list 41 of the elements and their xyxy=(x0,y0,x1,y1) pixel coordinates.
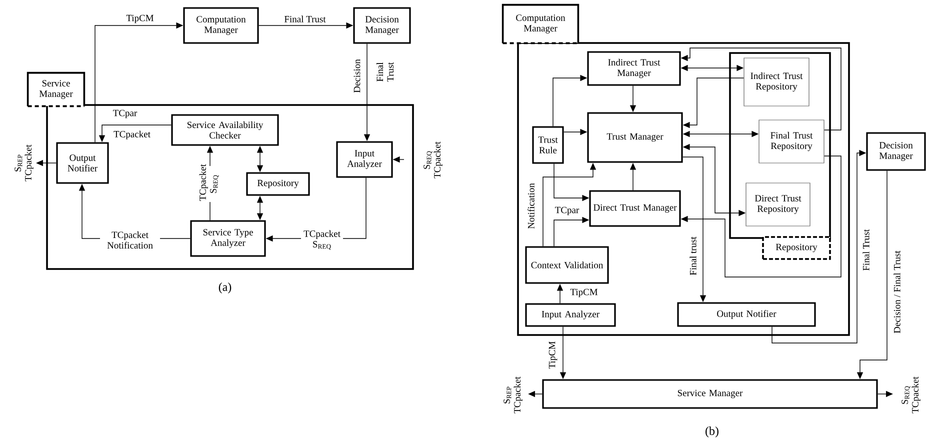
process-box: Input Analyzer xyxy=(525,303,616,327)
process-box: Service Manager xyxy=(542,379,878,409)
process-box: Direct Trust Manager xyxy=(589,190,681,227)
edge-label: TCpacket S$_{REQ}$ xyxy=(301,229,343,251)
edge-label: TipCM xyxy=(569,288,599,298)
repository-box: Direct Trust Repository xyxy=(746,182,810,226)
caption: (b) xyxy=(704,426,720,438)
process-box: Indirect Trust Manager xyxy=(587,51,681,86)
signal-label: TCpacket xyxy=(112,130,152,140)
node-label: Computation Manager xyxy=(516,14,566,34)
edge-label: TCpar xyxy=(554,206,580,216)
process-box: Decision Manager xyxy=(866,132,926,171)
edge-label: Decision / Final Trust xyxy=(892,250,902,334)
process-box: Decision Manager xyxy=(353,7,411,44)
edge-label: Notification xyxy=(526,182,536,230)
edge-label: Final Trust xyxy=(283,14,327,24)
edge-label: TCpacket Notification xyxy=(100,230,160,250)
process-box: Output Notifier xyxy=(56,142,109,184)
repository-box: Indirect Trust Repository xyxy=(744,58,810,106)
edge-label: S$_{REQ}$ TCpacket xyxy=(422,139,444,181)
process-box: Trust Manager xyxy=(587,112,683,163)
process-box: Service Type Analyzer xyxy=(190,220,266,257)
node-label: Service Manager xyxy=(39,80,73,99)
process-box: Service Availability Checker xyxy=(171,114,279,146)
edge-label: TipCM xyxy=(125,14,155,24)
node-label: Repository xyxy=(776,244,818,252)
caption: (a) xyxy=(217,282,233,294)
edge-label: Final trust xyxy=(688,236,698,276)
process-box: Input Analyzer xyxy=(336,141,393,178)
edge-label: Final Trust xyxy=(862,228,870,272)
edge-label: TCpacket S$_{REQ}$ xyxy=(198,164,220,202)
process-box: Output Notifier xyxy=(677,302,816,327)
edge-label: S$_{REQ}$ TCpacket xyxy=(900,374,922,416)
process-box: Trust Rule xyxy=(532,126,564,164)
edge-label: S$_{REP}$ TCpacket xyxy=(502,374,524,416)
process-box: Context Validation xyxy=(525,246,609,284)
process-box: Computation Manager xyxy=(183,7,259,44)
process-box: Repository xyxy=(246,172,310,196)
edge-label: TipCM xyxy=(548,340,558,370)
edge-label: TCpar xyxy=(112,108,138,120)
repository-box: Final Trust Repository xyxy=(758,120,824,164)
